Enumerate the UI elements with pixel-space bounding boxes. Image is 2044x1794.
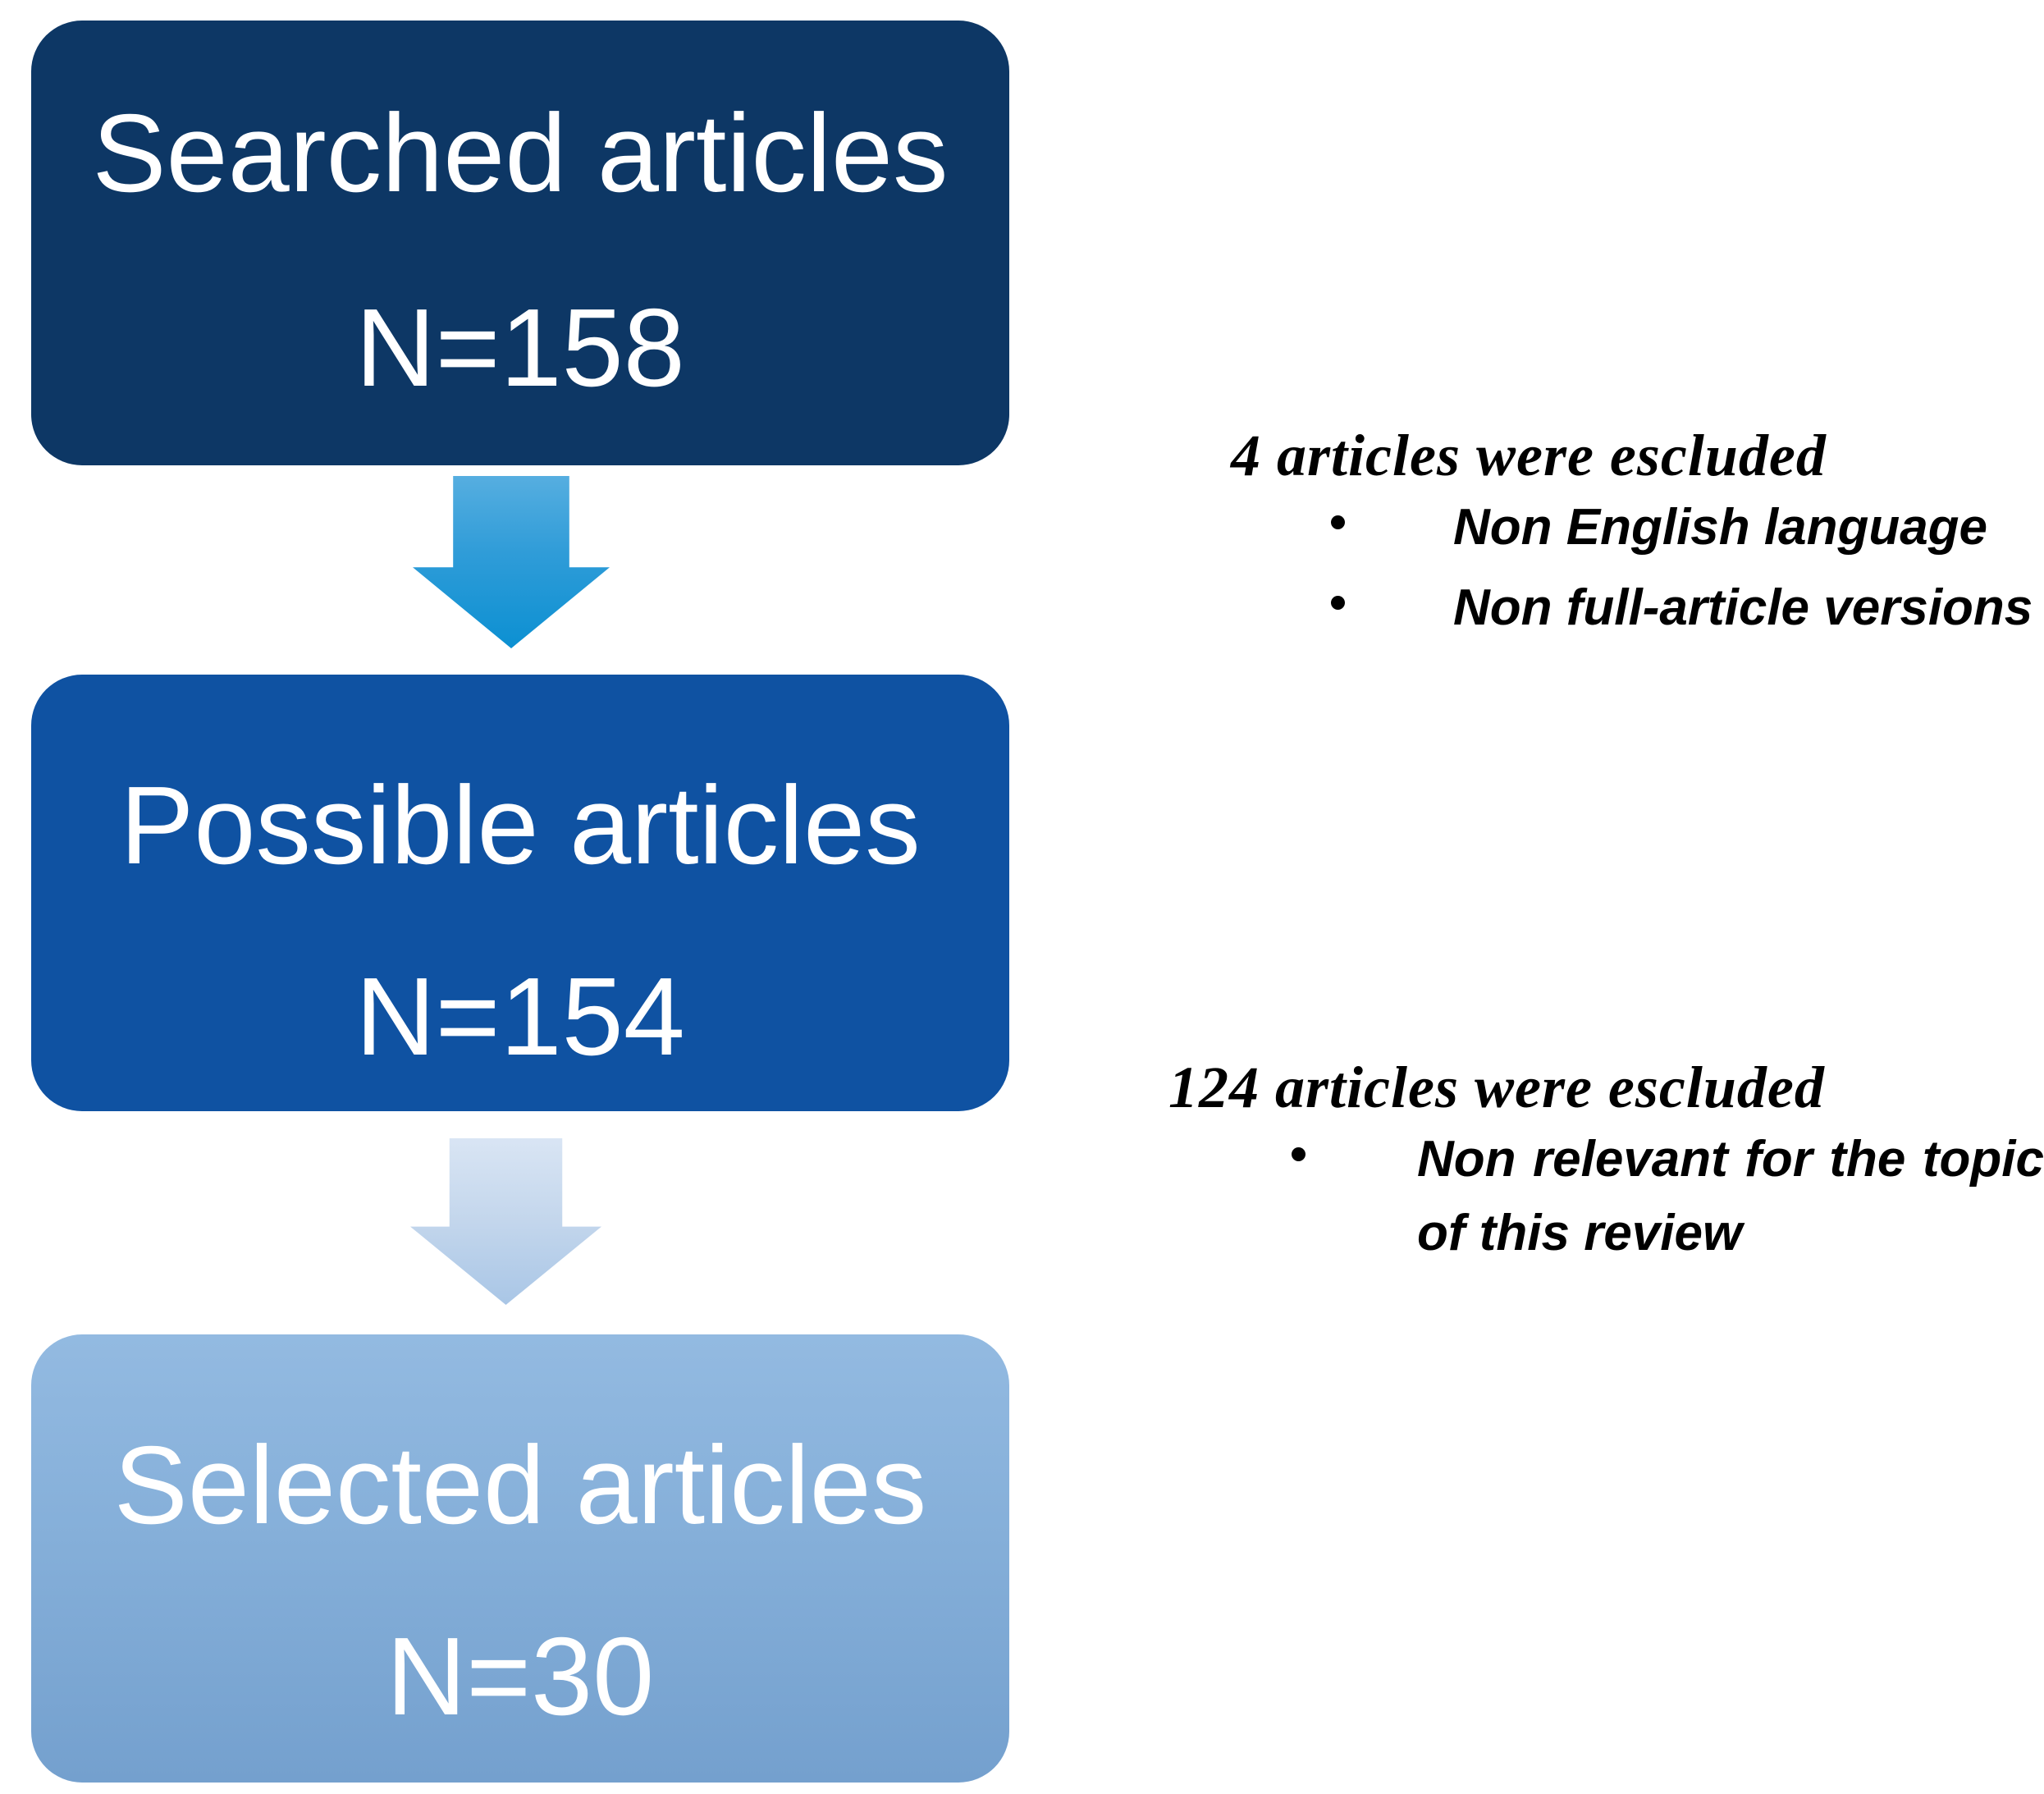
- box-title: Selected articles: [113, 1423, 927, 1547]
- bullet-icon: [1292, 1147, 1306, 1162]
- box-count: N=30: [386, 1613, 655, 1738]
- exclusion-note-2: 124 articles were escluded Non relevant …: [1168, 1052, 2044, 1270]
- list-item: Non full-article versions: [1231, 571, 2033, 645]
- box-title: Searched articles: [92, 91, 949, 215]
- flow-box-searched-articles: Searched articles N=158: [31, 21, 1009, 465]
- exclusion-note-title: 4 articles were escluded: [1231, 423, 1827, 488]
- bullet-text: Non English language: [1453, 499, 1988, 556]
- box-title: Possible articles: [120, 763, 921, 887]
- exclusion-note-title: 124 articles were escluded: [1168, 1055, 1825, 1120]
- list-item: Non relevant for the topic of this revie…: [1168, 1123, 2044, 1270]
- down-arrow-icon: [413, 476, 610, 648]
- bullet-icon: [1331, 596, 1345, 611]
- exclusion-note-1: 4 articles were escluded Non English lan…: [1231, 420, 2033, 645]
- bullet-icon: [1331, 515, 1345, 530]
- flow-box-selected-articles: Selected articles N=30: [31, 1334, 1009, 1783]
- box-count: N=158: [355, 285, 685, 410]
- flow-box-possible-articles: Possible articles N=154: [31, 675, 1009, 1111]
- box-count: N=154: [355, 954, 685, 1078]
- list-item: Non English language: [1231, 491, 2033, 565]
- bullet-text: Non relevant for the topic of this revie…: [1417, 1131, 2044, 1262]
- down-arrow-icon: [410, 1138, 601, 1305]
- bullet-text: Non full-article versions: [1453, 579, 2033, 637]
